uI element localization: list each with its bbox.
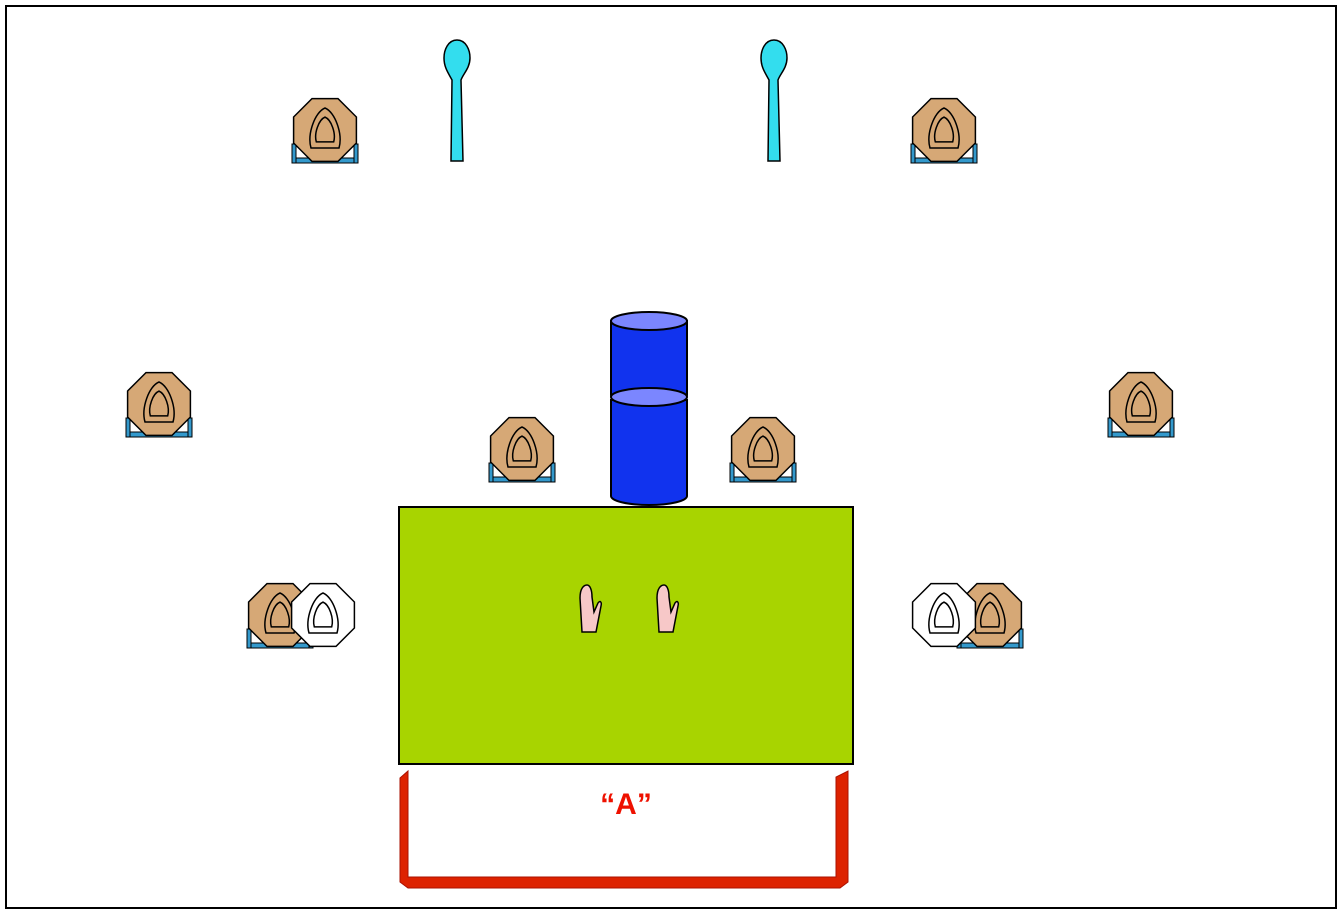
shooting-area-label: “A” xyxy=(398,788,854,822)
barrel-icon xyxy=(611,312,687,505)
table xyxy=(399,507,853,764)
no-shoot-target-icon xyxy=(913,584,976,647)
no-shoot-target-icon xyxy=(292,584,355,647)
